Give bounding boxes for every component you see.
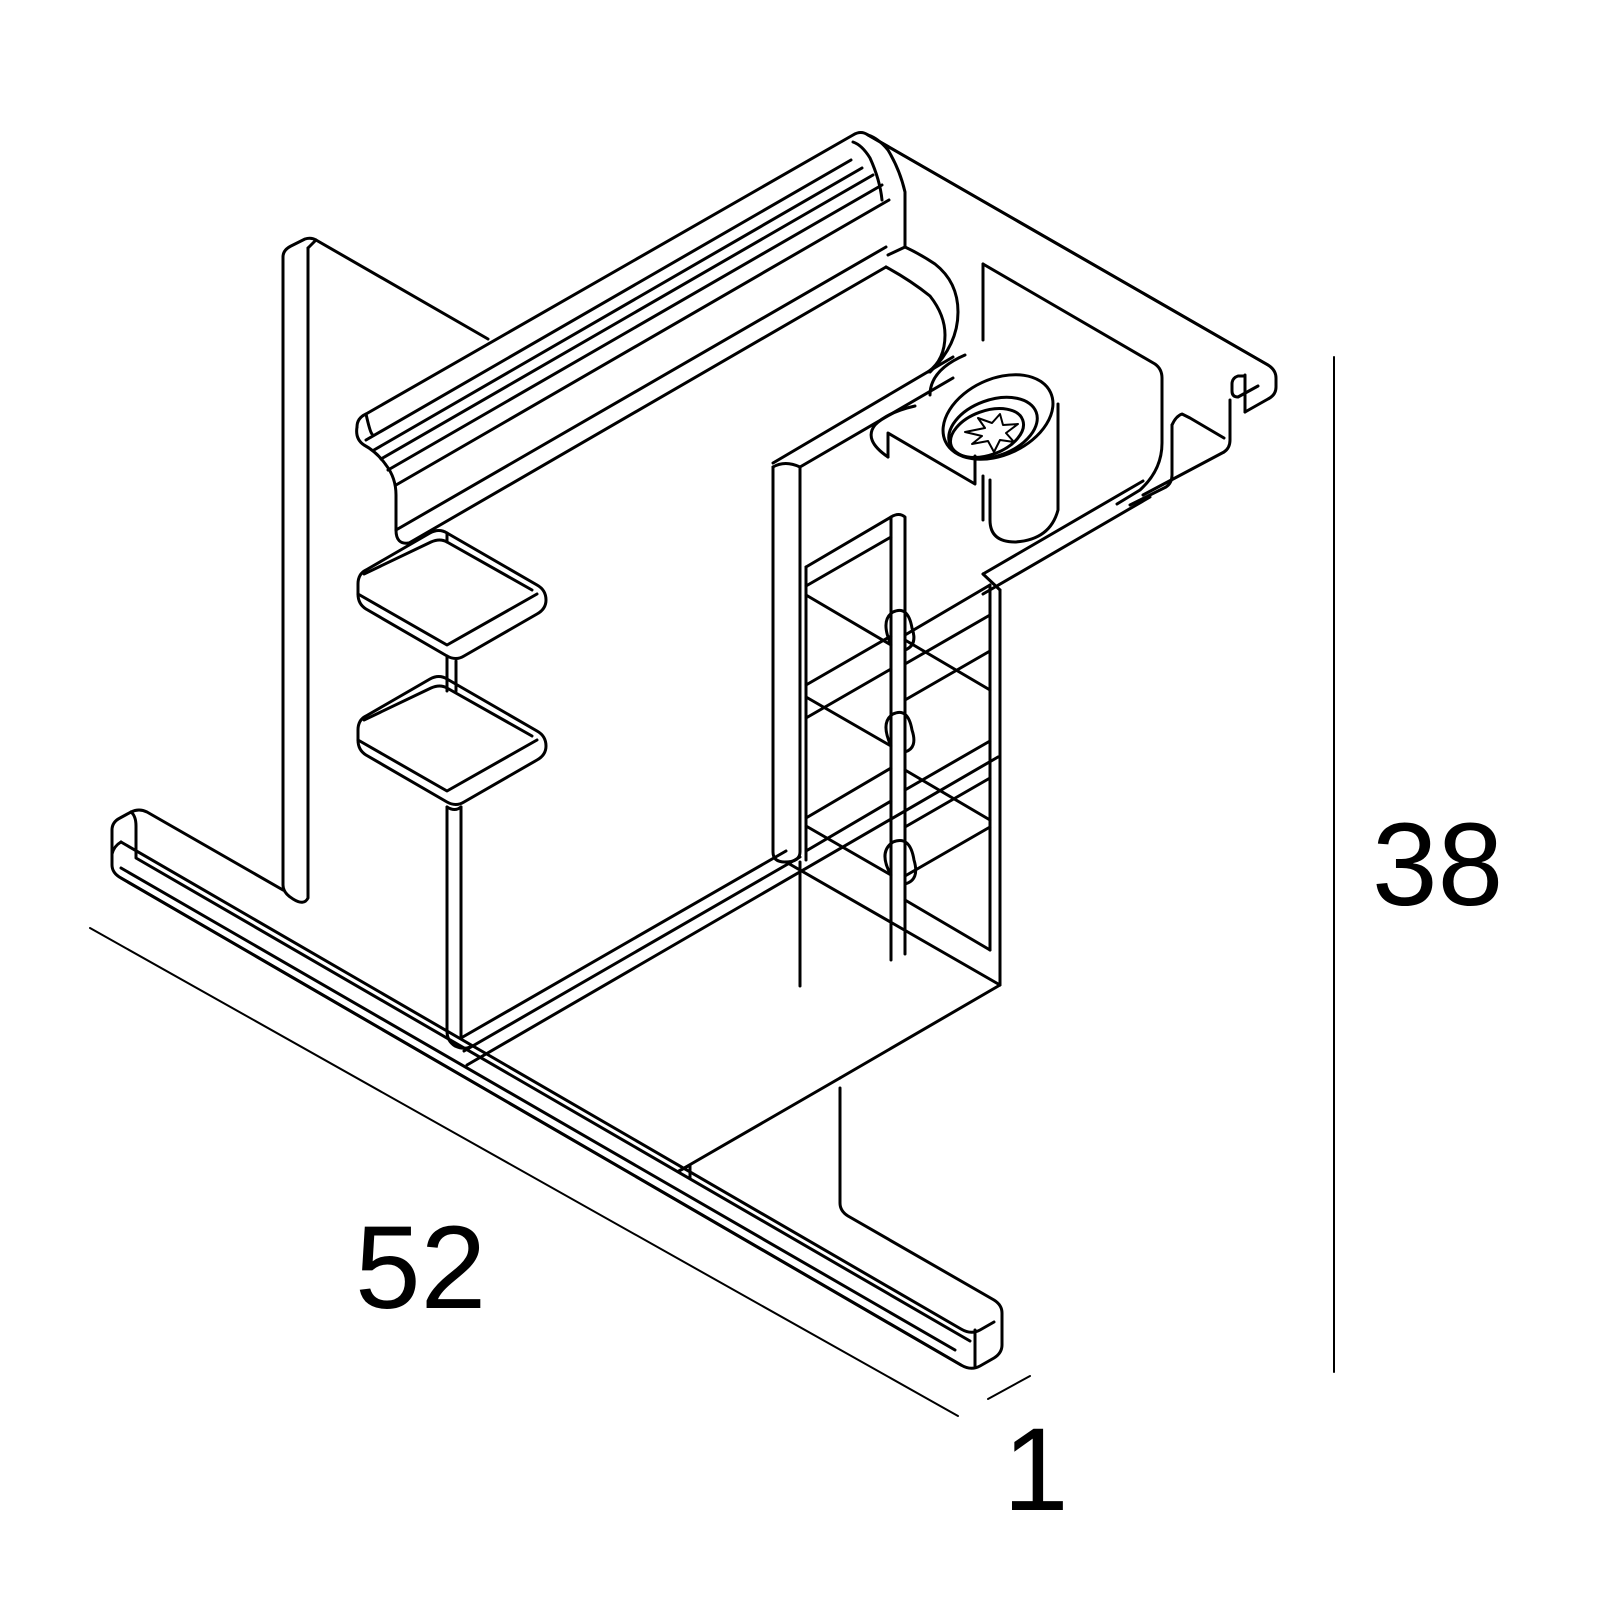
- front-sill: [459, 755, 1002, 1180]
- dimension-labels: 38 52 1: [355, 799, 1503, 1536]
- screw-recess: [949, 407, 1025, 459]
- length-dimension-label: 52: [355, 1202, 486, 1334]
- comb-tooth-lower: [356, 675, 548, 806]
- front-leg-left: [445, 805, 472, 1050]
- top-rail: [355, 131, 1278, 545]
- thickness-dimension-line: [987, 1375, 1031, 1400]
- thickness-dimension-label: 1: [1003, 1404, 1069, 1536]
- screw-boss: [869, 353, 1060, 544]
- screw-head-outer: [941, 373, 1055, 461]
- end-plate-right: [866, 133, 1270, 596]
- lattice-grid: [804, 513, 992, 962]
- comb-tooth-upper: [356, 529, 548, 693]
- front-post-right: [771, 355, 1002, 988]
- dimension-lines: [89, 356, 1335, 1417]
- bottom-rail: [110, 808, 1004, 1370]
- height-dimension-label: 38: [1372, 799, 1503, 931]
- screw-cross-icon: [964, 413, 1019, 453]
- back-plate: [281, 236, 490, 904]
- connector-part: [110, 131, 1278, 1370]
- length-dimension-line: [89, 927, 959, 1417]
